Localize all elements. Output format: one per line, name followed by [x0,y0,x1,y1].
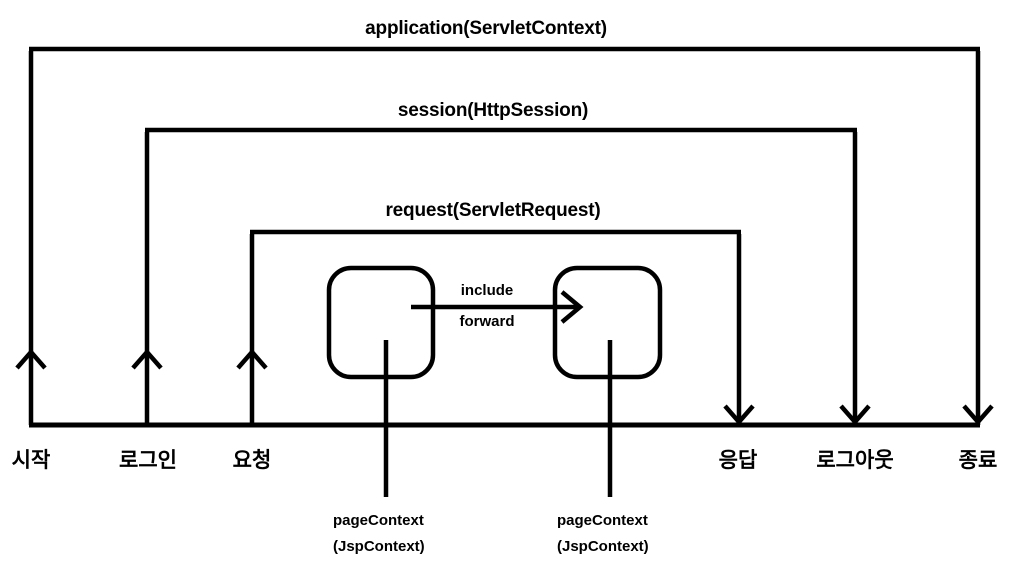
arrowhead-down-logout [839,404,871,426]
scope-title-application: application(ServletContext) [365,18,607,39]
arrowhead-up-login [131,348,163,370]
page-scope-box-a [326,265,436,380]
scope-request-bracket [249,229,742,425]
page-scope-label-a-line2: (JspContext) [333,538,425,555]
page-scope-label-b: pageContext (JspContext) [557,508,649,560]
scope-title-session: session(HttpSession) [397,100,589,121]
event-label-end: 종료 [958,449,998,472]
page-scope-box-b [552,265,663,380]
scope-session-bracket [144,127,858,425]
arrowhead-down-response [723,404,755,426]
transfer-label-include: include [460,282,514,299]
event-label-request: 요청 [232,449,272,472]
scope-title-request: request(ServletRequest) [385,200,601,221]
page-scope-label-b-line2: (JspContext) [557,538,649,555]
arrowhead-down-end [962,404,994,426]
event-label-start: 시작 [11,449,51,472]
event-label-login: 로그인 [119,449,177,472]
scope-application-bracket [28,46,981,425]
page-scope-label-a: pageContext (JspContext) [333,508,425,560]
arrowhead-up-start [15,348,47,370]
page-scope-label-a-line1: pageContext [333,512,424,529]
event-label-logout: 로그아웃 [816,449,894,472]
event-label-response: 응답 [718,449,758,472]
page-scope-label-b-line1: pageContext [557,512,648,529]
include-forward-arrow [411,290,584,324]
arrowhead-up-request [236,348,268,370]
transfer-label-forward: forward [459,313,515,330]
